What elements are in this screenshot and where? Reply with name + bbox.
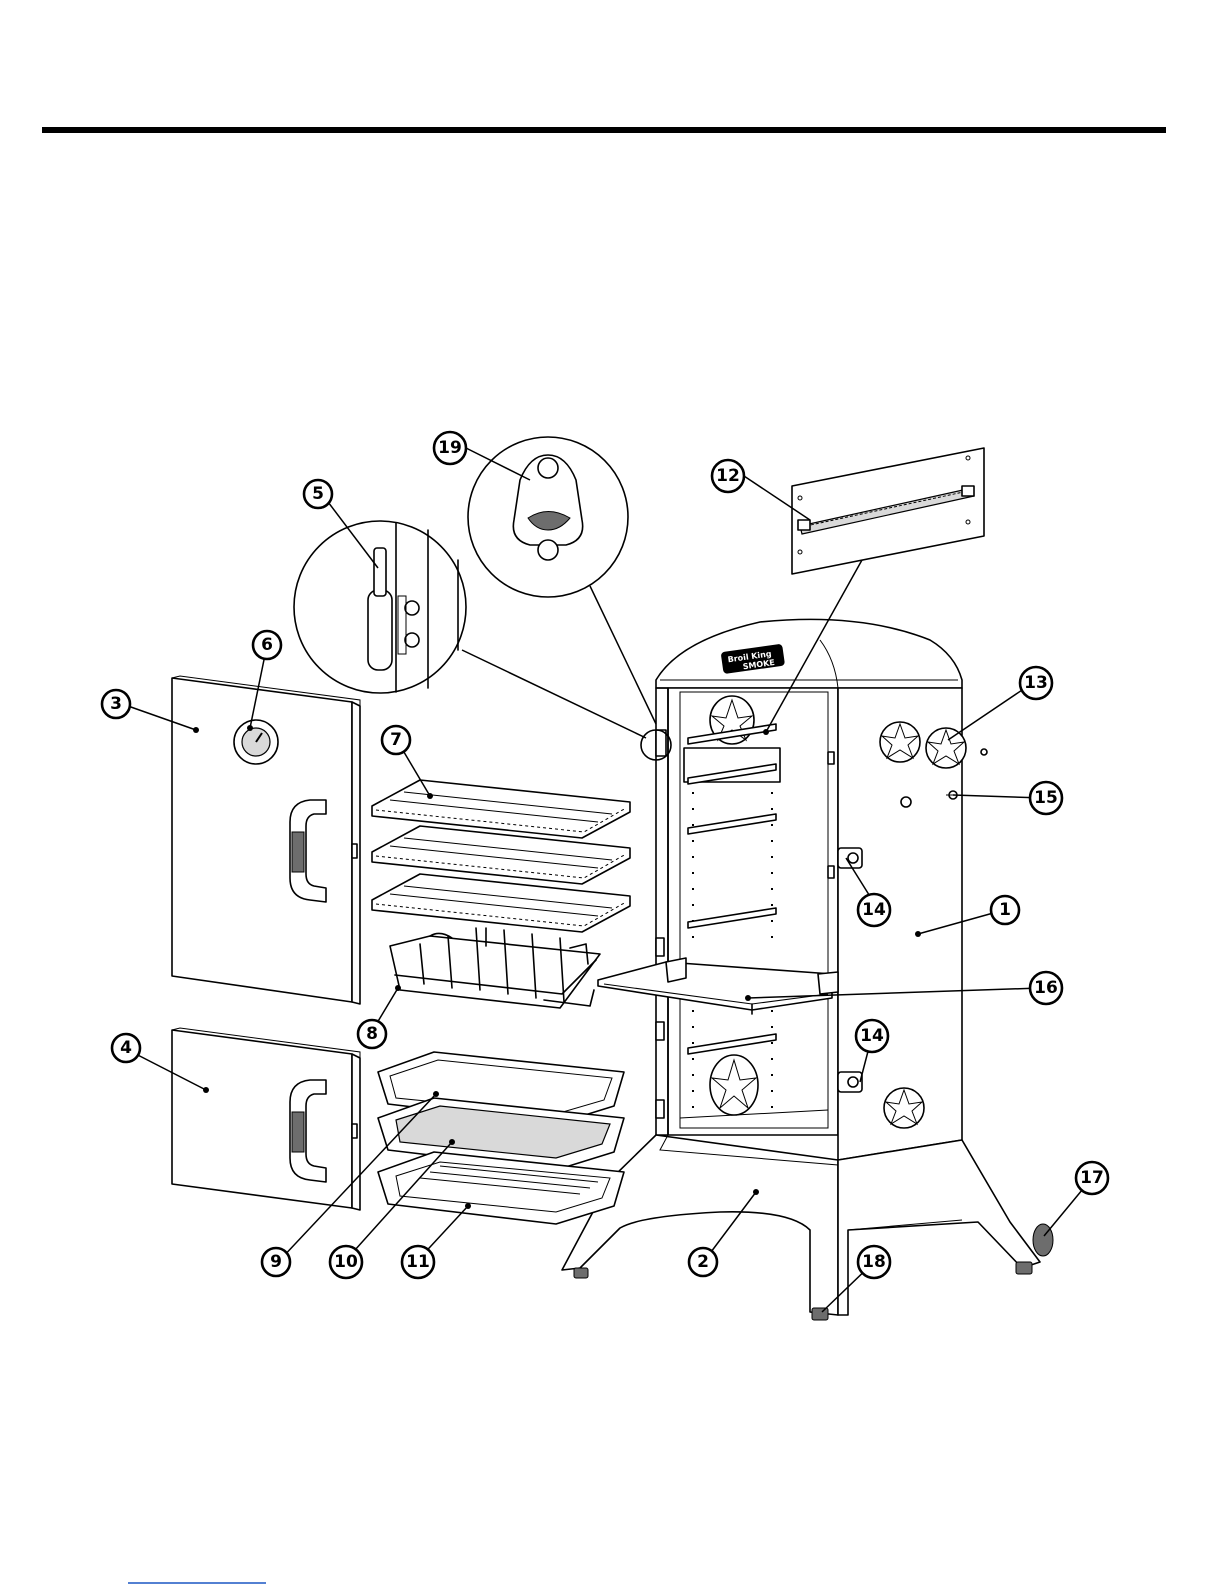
svg-text:9: 9 — [270, 1252, 282, 1272]
svg-text:5: 5 — [312, 484, 324, 504]
callout-9: 9 — [262, 1248, 290, 1276]
svg-text:19: 19 — [438, 438, 462, 458]
svg-text:2: 2 — [697, 1252, 709, 1272]
callout-4: 4 — [112, 1034, 140, 1062]
svg-text:12: 12 — [716, 466, 740, 486]
callout-19: 19 — [434, 432, 466, 464]
svg-text:14: 14 — [862, 900, 886, 920]
drip-pan — [378, 1152, 624, 1224]
smoker-cabinet: Broil King SMOKE — [656, 619, 987, 1160]
rib-rack — [390, 928, 600, 1008]
side-vent-lower — [884, 1088, 924, 1128]
callout-6: 6 — [253, 631, 281, 659]
svg-text:15: 15 — [1034, 788, 1058, 808]
callout-15: 15 — [1030, 782, 1062, 814]
callout-12: 12 — [712, 460, 744, 492]
svg-text:10: 10 — [334, 1252, 358, 1272]
svg-text:13: 13 — [1024, 673, 1048, 693]
callout-14-lower: 14 — [856, 1020, 888, 1052]
svg-text:4: 4 — [120, 1038, 132, 1058]
svg-text:16: 16 — [1034, 978, 1058, 998]
callout-13: 13 — [1020, 667, 1052, 699]
cooking-grids — [372, 780, 630, 932]
grid-3 — [372, 874, 630, 932]
callout-17: 17 — [1076, 1162, 1108, 1194]
callout-16: 16 — [1030, 972, 1062, 1004]
svg-text:3: 3 — [110, 694, 122, 714]
door-latch-lower — [838, 1072, 862, 1092]
callout-3: 3 — [102, 690, 130, 718]
callout-5: 5 — [304, 480, 332, 508]
svg-text:17: 17 — [1080, 1168, 1104, 1188]
callout-2: 2 — [689, 1248, 717, 1276]
callout-7: 7 — [382, 726, 410, 754]
svg-text:18: 18 — [862, 1252, 886, 1272]
side-vent-upper-right — [926, 728, 966, 768]
svg-text:1: 1 — [999, 900, 1011, 920]
svg-text:7: 7 — [390, 730, 402, 750]
svg-text:6: 6 — [261, 635, 273, 655]
svg-text:8: 8 — [366, 1024, 378, 1044]
rail-detail — [792, 448, 984, 574]
callout-10: 10 — [330, 1246, 362, 1278]
back-vent-lower — [710, 1055, 758, 1115]
base-stand — [562, 1135, 1053, 1320]
side-vent-upper-left — [880, 722, 920, 762]
callout-8: 8 — [358, 1020, 386, 1048]
header-rule — [42, 127, 1166, 133]
lower-door — [172, 1028, 360, 1210]
callout-18: 18 — [858, 1246, 890, 1278]
svg-text:14: 14 — [860, 1026, 884, 1046]
grid-1 — [372, 780, 630, 838]
grid-2 — [372, 826, 630, 884]
door-thermometer — [234, 720, 278, 764]
upper-door — [172, 676, 360, 1004]
hinge-detail — [294, 521, 466, 693]
callout-1: 1 — [991, 896, 1019, 924]
callout-11: 11 — [402, 1246, 434, 1278]
svg-text:11: 11 — [406, 1252, 430, 1272]
callout-14-upper: 14 — [858, 894, 890, 926]
